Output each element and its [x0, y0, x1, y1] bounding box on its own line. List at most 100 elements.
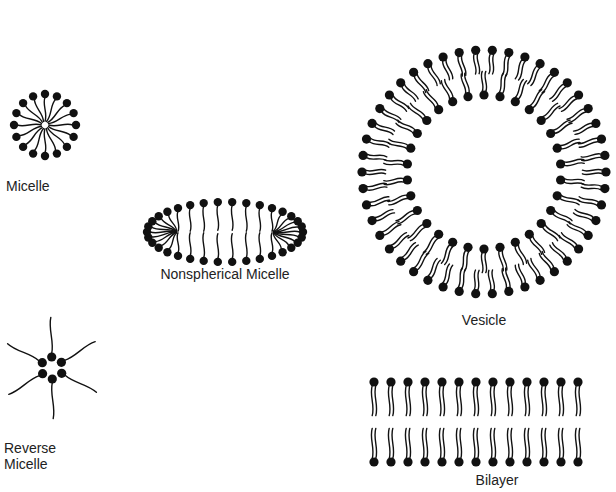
lipid-head — [539, 377, 548, 386]
lipid-head — [413, 206, 422, 215]
lipid-head — [63, 143, 71, 151]
lipid-tail — [231, 205, 233, 230]
lipid-tail — [518, 81, 526, 99]
lipid-head — [57, 358, 66, 367]
lipid-tail — [274, 227, 299, 232]
lipid-head — [368, 119, 377, 128]
lipid-tail — [564, 159, 584, 162]
lipid-head — [505, 457, 514, 466]
lipid-tail — [371, 428, 373, 458]
lipid-head — [268, 204, 276, 212]
lipid-head — [242, 257, 250, 265]
lipid-tail — [50, 317, 52, 353]
lipid-head — [298, 222, 306, 230]
lipid-head — [72, 121, 80, 129]
lipid-head — [471, 46, 480, 55]
lipid-tail — [366, 169, 386, 171]
lipid-tail — [65, 342, 96, 361]
lipid-head — [287, 244, 295, 252]
lipid-head — [601, 167, 610, 176]
lipid-head — [228, 258, 236, 266]
lipid-tail — [499, 251, 504, 271]
lipid-head — [386, 377, 395, 386]
lipid-tail — [567, 109, 584, 119]
lipid-tail — [439, 386, 441, 416]
lipid-tail — [25, 105, 42, 122]
lipid-tail — [367, 154, 387, 157]
lipid-tail — [408, 225, 423, 238]
lipid-tail — [203, 206, 205, 231]
lipid-tail — [507, 386, 509, 416]
lipid-head — [504, 48, 513, 57]
lipid-tail — [515, 79, 523, 97]
lipid-head — [422, 116, 431, 125]
lipid-head — [242, 199, 250, 207]
lipid-tail — [150, 231, 175, 233]
lipid-head — [573, 457, 582, 466]
lipid-tail — [405, 386, 407, 416]
lipid-tail — [371, 200, 390, 206]
lipid-head — [423, 59, 432, 68]
lipid-tail — [428, 68, 437, 86]
lipid-tail — [409, 428, 411, 458]
lipid-head — [520, 52, 529, 61]
lipid-tail — [17, 124, 41, 126]
lipid-tail — [271, 233, 273, 253]
lipid-tail — [19, 127, 41, 136]
lipid-head — [186, 201, 194, 209]
lipid-tail — [564, 179, 584, 181]
lipid-head — [574, 244, 583, 253]
lipid-tail — [481, 71, 483, 91]
lipid-head — [584, 104, 593, 113]
lipid-head — [214, 258, 222, 266]
lipid-tail — [493, 54, 494, 74]
lipid-tail — [494, 428, 496, 458]
lipid-head — [520, 282, 529, 291]
lipid-head — [597, 200, 606, 209]
lipid-head — [553, 144, 562, 153]
lipid-tail — [410, 103, 425, 116]
lipid-tail — [177, 211, 179, 231]
lipid-tail — [49, 127, 71, 136]
lipid-head — [200, 257, 208, 265]
lipid-tail — [445, 79, 453, 97]
lipid-head — [556, 159, 565, 168]
lipid-head — [546, 206, 555, 215]
lipid-tail — [489, 54, 490, 74]
lipid-tail — [465, 251, 469, 271]
lipid-tail — [245, 206, 247, 231]
lipid-tail — [562, 386, 564, 416]
lipid-tail — [560, 199, 579, 205]
lipid-head — [375, 104, 384, 113]
lipid-head — [369, 457, 378, 466]
lipid-tail — [203, 233, 205, 258]
lipid-head — [403, 159, 412, 168]
lipid-tail — [417, 253, 429, 269]
lipid-head — [420, 377, 429, 386]
lipid-head — [591, 119, 600, 128]
lipid-tail — [47, 99, 56, 121]
lipid-tail — [515, 60, 522, 79]
lipid-head — [57, 369, 66, 378]
lipid-tail — [458, 56, 463, 76]
lipid-head — [600, 151, 609, 160]
lipid-tail — [426, 386, 428, 416]
lipid-tail — [48, 105, 65, 122]
lipid-head — [556, 457, 565, 466]
lipid-head — [422, 219, 431, 228]
lipid-head — [550, 267, 559, 276]
lipid-tail — [52, 383, 54, 419]
lipid-tail — [189, 233, 191, 256]
lipid-head — [511, 238, 520, 247]
lipid-head — [479, 244, 488, 253]
lipid-head — [29, 149, 37, 157]
lipid-tail — [384, 178, 404, 181]
lipid-tail — [579, 142, 598, 148]
lipid-tail — [44, 129, 46, 153]
lipid-tail — [560, 139, 579, 145]
lipid-tail — [578, 138, 597, 144]
lipid-head — [214, 198, 222, 206]
lipid-head — [522, 377, 531, 386]
lipid-tail — [366, 173, 386, 175]
lipid-tail — [473, 428, 475, 458]
